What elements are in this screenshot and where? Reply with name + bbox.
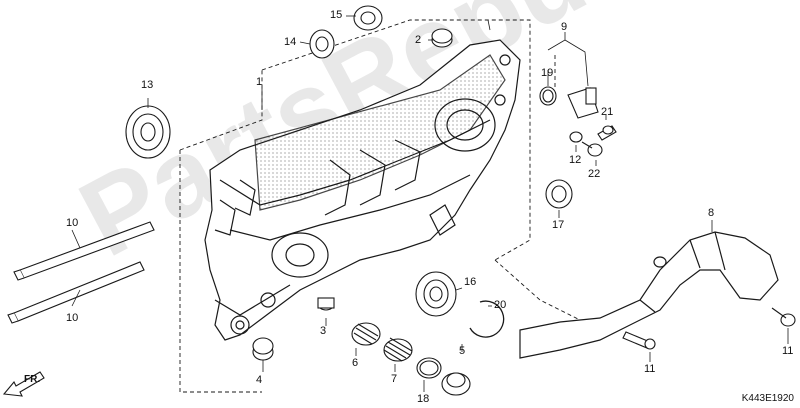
part-22-bolt bbox=[581, 141, 603, 157]
part-7-spring bbox=[383, 337, 413, 362]
part-21-bolt bbox=[597, 125, 617, 141]
part-10-stud-upper bbox=[13, 221, 155, 281]
callout-16: 16 bbox=[464, 276, 477, 288]
callout-9: 9 bbox=[561, 21, 568, 33]
part-8-bracket bbox=[519, 231, 779, 359]
crankcase-left bbox=[204, 39, 521, 341]
callout-2: 2 bbox=[415, 34, 422, 46]
part-13-bearing bbox=[125, 105, 171, 159]
front-direction-label: FR. bbox=[24, 374, 41, 385]
callout-8: 8 bbox=[708, 207, 715, 219]
part-4-collar bbox=[252, 337, 274, 361]
callout-10-lower: 10 bbox=[66, 312, 79, 324]
callout-1: 1 bbox=[256, 76, 263, 88]
callout-19: 19 bbox=[541, 67, 554, 79]
part-12-washer bbox=[569, 131, 583, 143]
callout-7: 7 bbox=[391, 373, 398, 385]
part-11-bolt-lower bbox=[622, 331, 656, 350]
callout-12: 12 bbox=[569, 154, 582, 166]
leader-lines bbox=[71, 15, 789, 392]
part-14-bearing bbox=[309, 29, 335, 59]
callout-18: 18 bbox=[417, 393, 430, 405]
part-2-collar bbox=[431, 28, 453, 48]
callout-6: 6 bbox=[352, 357, 359, 369]
part-20-circlip bbox=[469, 300, 505, 338]
callout-17: 17 bbox=[552, 219, 565, 231]
callout-21: 21 bbox=[601, 106, 614, 118]
front-arrow-icon bbox=[2, 371, 45, 397]
callout-10-upper: 10 bbox=[66, 217, 79, 229]
part-6-plug bbox=[351, 322, 381, 346]
callout-13: 13 bbox=[141, 79, 154, 91]
callout-3: 3 bbox=[320, 325, 327, 337]
callout-11-lower: 11 bbox=[644, 363, 656, 375]
diagram-reference-code: K443E1920 bbox=[741, 393, 794, 404]
callout-14: 14 bbox=[284, 36, 297, 48]
callout-22: 22 bbox=[588, 168, 601, 180]
part-15-bearing bbox=[353, 5, 383, 31]
callout-11-right: 11 bbox=[782, 345, 794, 357]
callout-20: 20 bbox=[494, 299, 507, 311]
callout-15: 15 bbox=[330, 9, 343, 21]
assembly-boundary bbox=[179, 19, 601, 393]
part-19-o-ring bbox=[539, 86, 557, 106]
callout-5: 5 bbox=[459, 345, 466, 357]
callout-4: 4 bbox=[256, 374, 263, 386]
part-9-sensor bbox=[567, 87, 599, 119]
part-18-o-ring bbox=[416, 357, 442, 379]
part-11-bolt-right bbox=[771, 307, 796, 327]
part-3-dowel bbox=[317, 297, 335, 311]
part-16-oil-seal bbox=[415, 271, 457, 317]
part-5-drain-plug bbox=[441, 372, 471, 396]
part-17-oil-seal bbox=[545, 179, 573, 209]
